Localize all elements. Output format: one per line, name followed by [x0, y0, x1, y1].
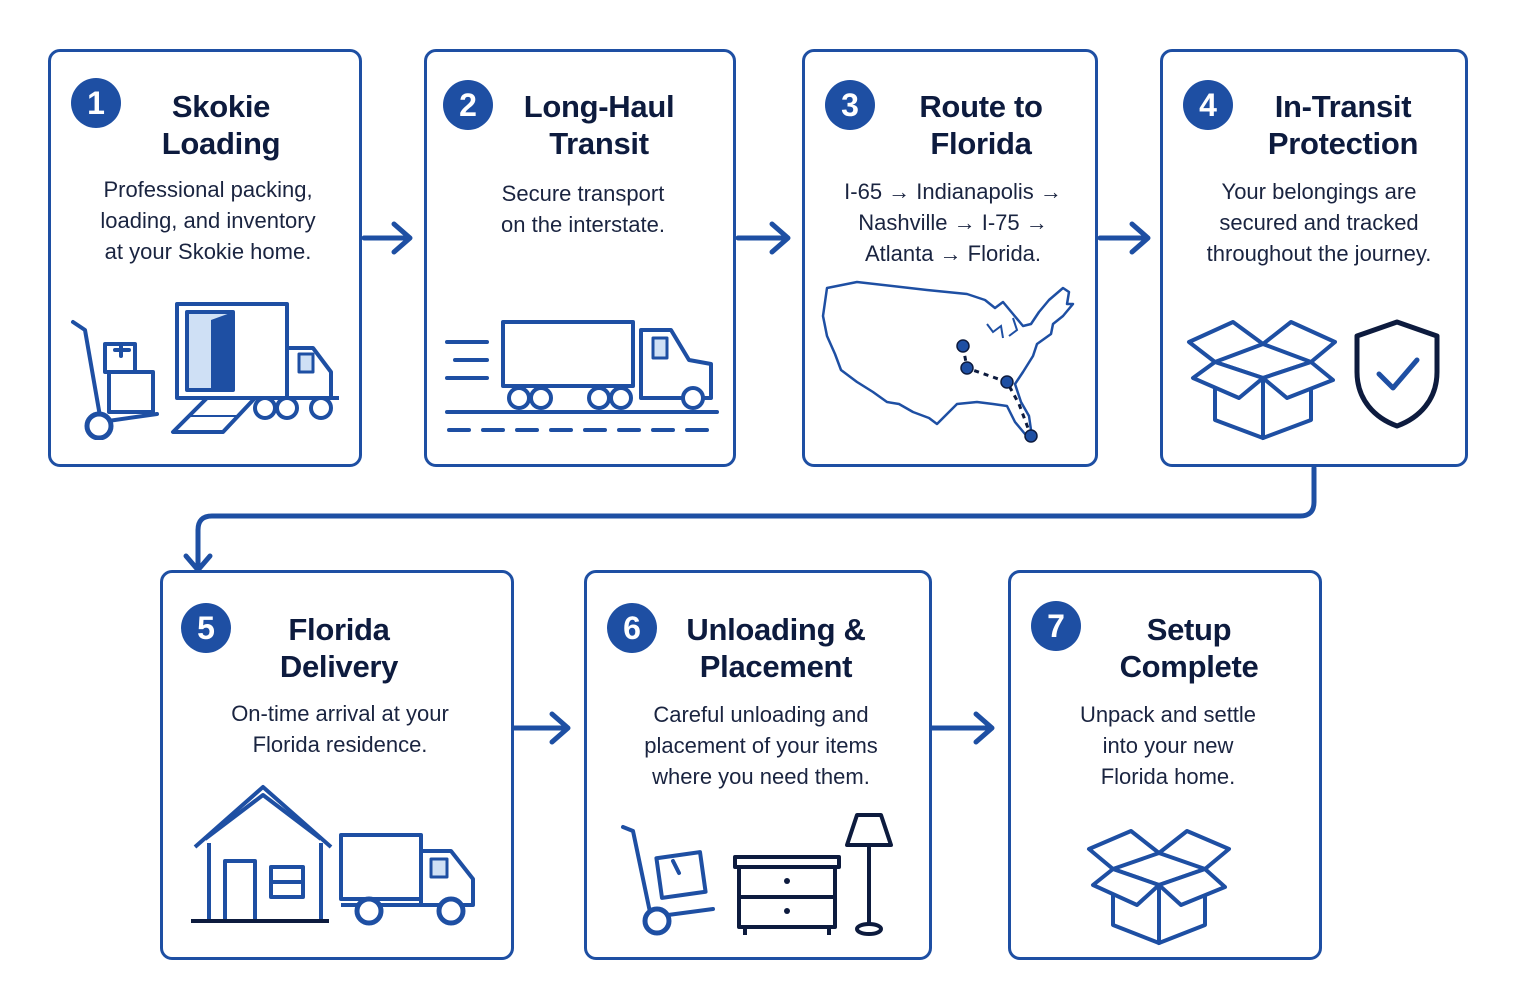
- box-icon: [1187, 320, 1337, 440]
- arrow-5-to-6: [511, 711, 571, 745]
- floor-lamp-icon: [845, 813, 893, 936]
- arrow-3-to-4: [1097, 221, 1151, 255]
- step-number-badge: 6: [607, 603, 657, 653]
- semi-truck-icon: [445, 320, 719, 432]
- hand-truck-icon: [71, 320, 159, 440]
- step-description: I-65 → Indianapolis →Nashville → I-75 →A…: [844, 179, 1062, 266]
- shield-check-icon: [1354, 319, 1440, 429]
- step-number-badge: 1: [71, 78, 121, 128]
- step-number-badge: 4: [1183, 80, 1233, 130]
- step-number-badge: 5: [181, 603, 231, 653]
- us-map-icon: [821, 280, 1075, 443]
- arrow-2-to-3: [735, 221, 791, 255]
- hand-truck-icon: [621, 825, 715, 936]
- step-number-badge: 7: [1031, 601, 1081, 651]
- step-description: Professional packing,loading, and invent…: [100, 177, 316, 264]
- step-number-badge: 2: [443, 80, 493, 130]
- step-number-badge: 3: [825, 80, 875, 130]
- step-card-6: 6 Unloading &Placement Careful unloading…: [584, 570, 932, 960]
- arrow-6-to-7: [929, 711, 995, 745]
- house-icon: [191, 785, 333, 923]
- moving-truck-icon: [171, 302, 339, 434]
- connector-4-to-5: [195, 465, 1317, 569]
- dresser-icon: [733, 855, 841, 935]
- arrow-1-to-2: [361, 221, 413, 255]
- step-title: Unloading &Placement: [686, 612, 866, 684]
- open-box-icon: [1087, 829, 1231, 945]
- delivery-truck-icon: [339, 833, 475, 926]
